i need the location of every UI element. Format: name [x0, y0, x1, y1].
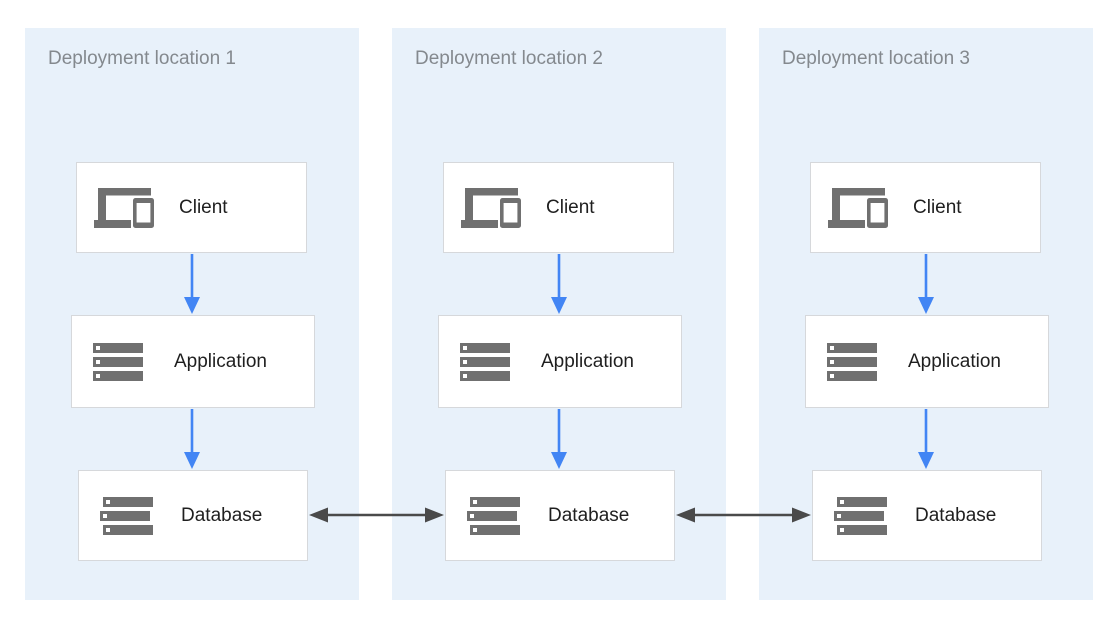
replication-arrow-db1-db2 — [309, 507, 444, 523]
flow-arrow-client-to-application — [918, 254, 934, 314]
node-label: Application — [908, 350, 1001, 372]
node-label: Application — [541, 350, 634, 372]
node-label: Application — [174, 350, 267, 372]
database-server-stack-icon — [463, 497, 523, 535]
application-server-stack-icon — [823, 343, 883, 381]
node-label: Client — [179, 196, 228, 218]
database-node: Database — [812, 470, 1042, 561]
flow-arrow-application-to-database — [918, 409, 934, 469]
node-label: Database — [181, 504, 263, 526]
deployment-location-1-panel: Deployment location 1 Client Application… — [25, 28, 359, 600]
deployment-location-2-panel: Deployment location 2 Client Application… — [392, 28, 726, 600]
client-devices-icon — [461, 188, 521, 228]
application-server-stack-icon — [456, 343, 516, 381]
panel-title: Deployment location 1 — [48, 48, 236, 69]
application-node: Application — [438, 315, 682, 408]
node-label: Client — [913, 196, 962, 218]
client-devices-icon — [828, 188, 888, 228]
client-devices-icon — [94, 188, 154, 228]
application-node: Application — [71, 315, 315, 408]
flow-arrow-application-to-database — [551, 409, 567, 469]
node-label: Database — [548, 504, 630, 526]
replication-arrow-db2-db3 — [676, 507, 811, 523]
flow-arrow-client-to-application — [551, 254, 567, 314]
database-server-stack-icon — [96, 497, 156, 535]
client-node: Client — [76, 162, 307, 253]
flow-arrow-client-to-application — [184, 254, 200, 314]
deployment-location-3-panel: Deployment location 3 Client Application… — [759, 28, 1093, 600]
client-node: Client — [810, 162, 1041, 253]
node-label: Client — [546, 196, 595, 218]
panel-title: Deployment location 2 — [415, 48, 603, 69]
client-node: Client — [443, 162, 674, 253]
flow-arrow-application-to-database — [184, 409, 200, 469]
application-node: Application — [805, 315, 1049, 408]
application-server-stack-icon — [89, 343, 149, 381]
database-node: Database — [78, 470, 308, 561]
panel-title: Deployment location 3 — [782, 48, 970, 69]
node-label: Database — [915, 504, 997, 526]
database-node: Database — [445, 470, 675, 561]
database-server-stack-icon — [830, 497, 890, 535]
